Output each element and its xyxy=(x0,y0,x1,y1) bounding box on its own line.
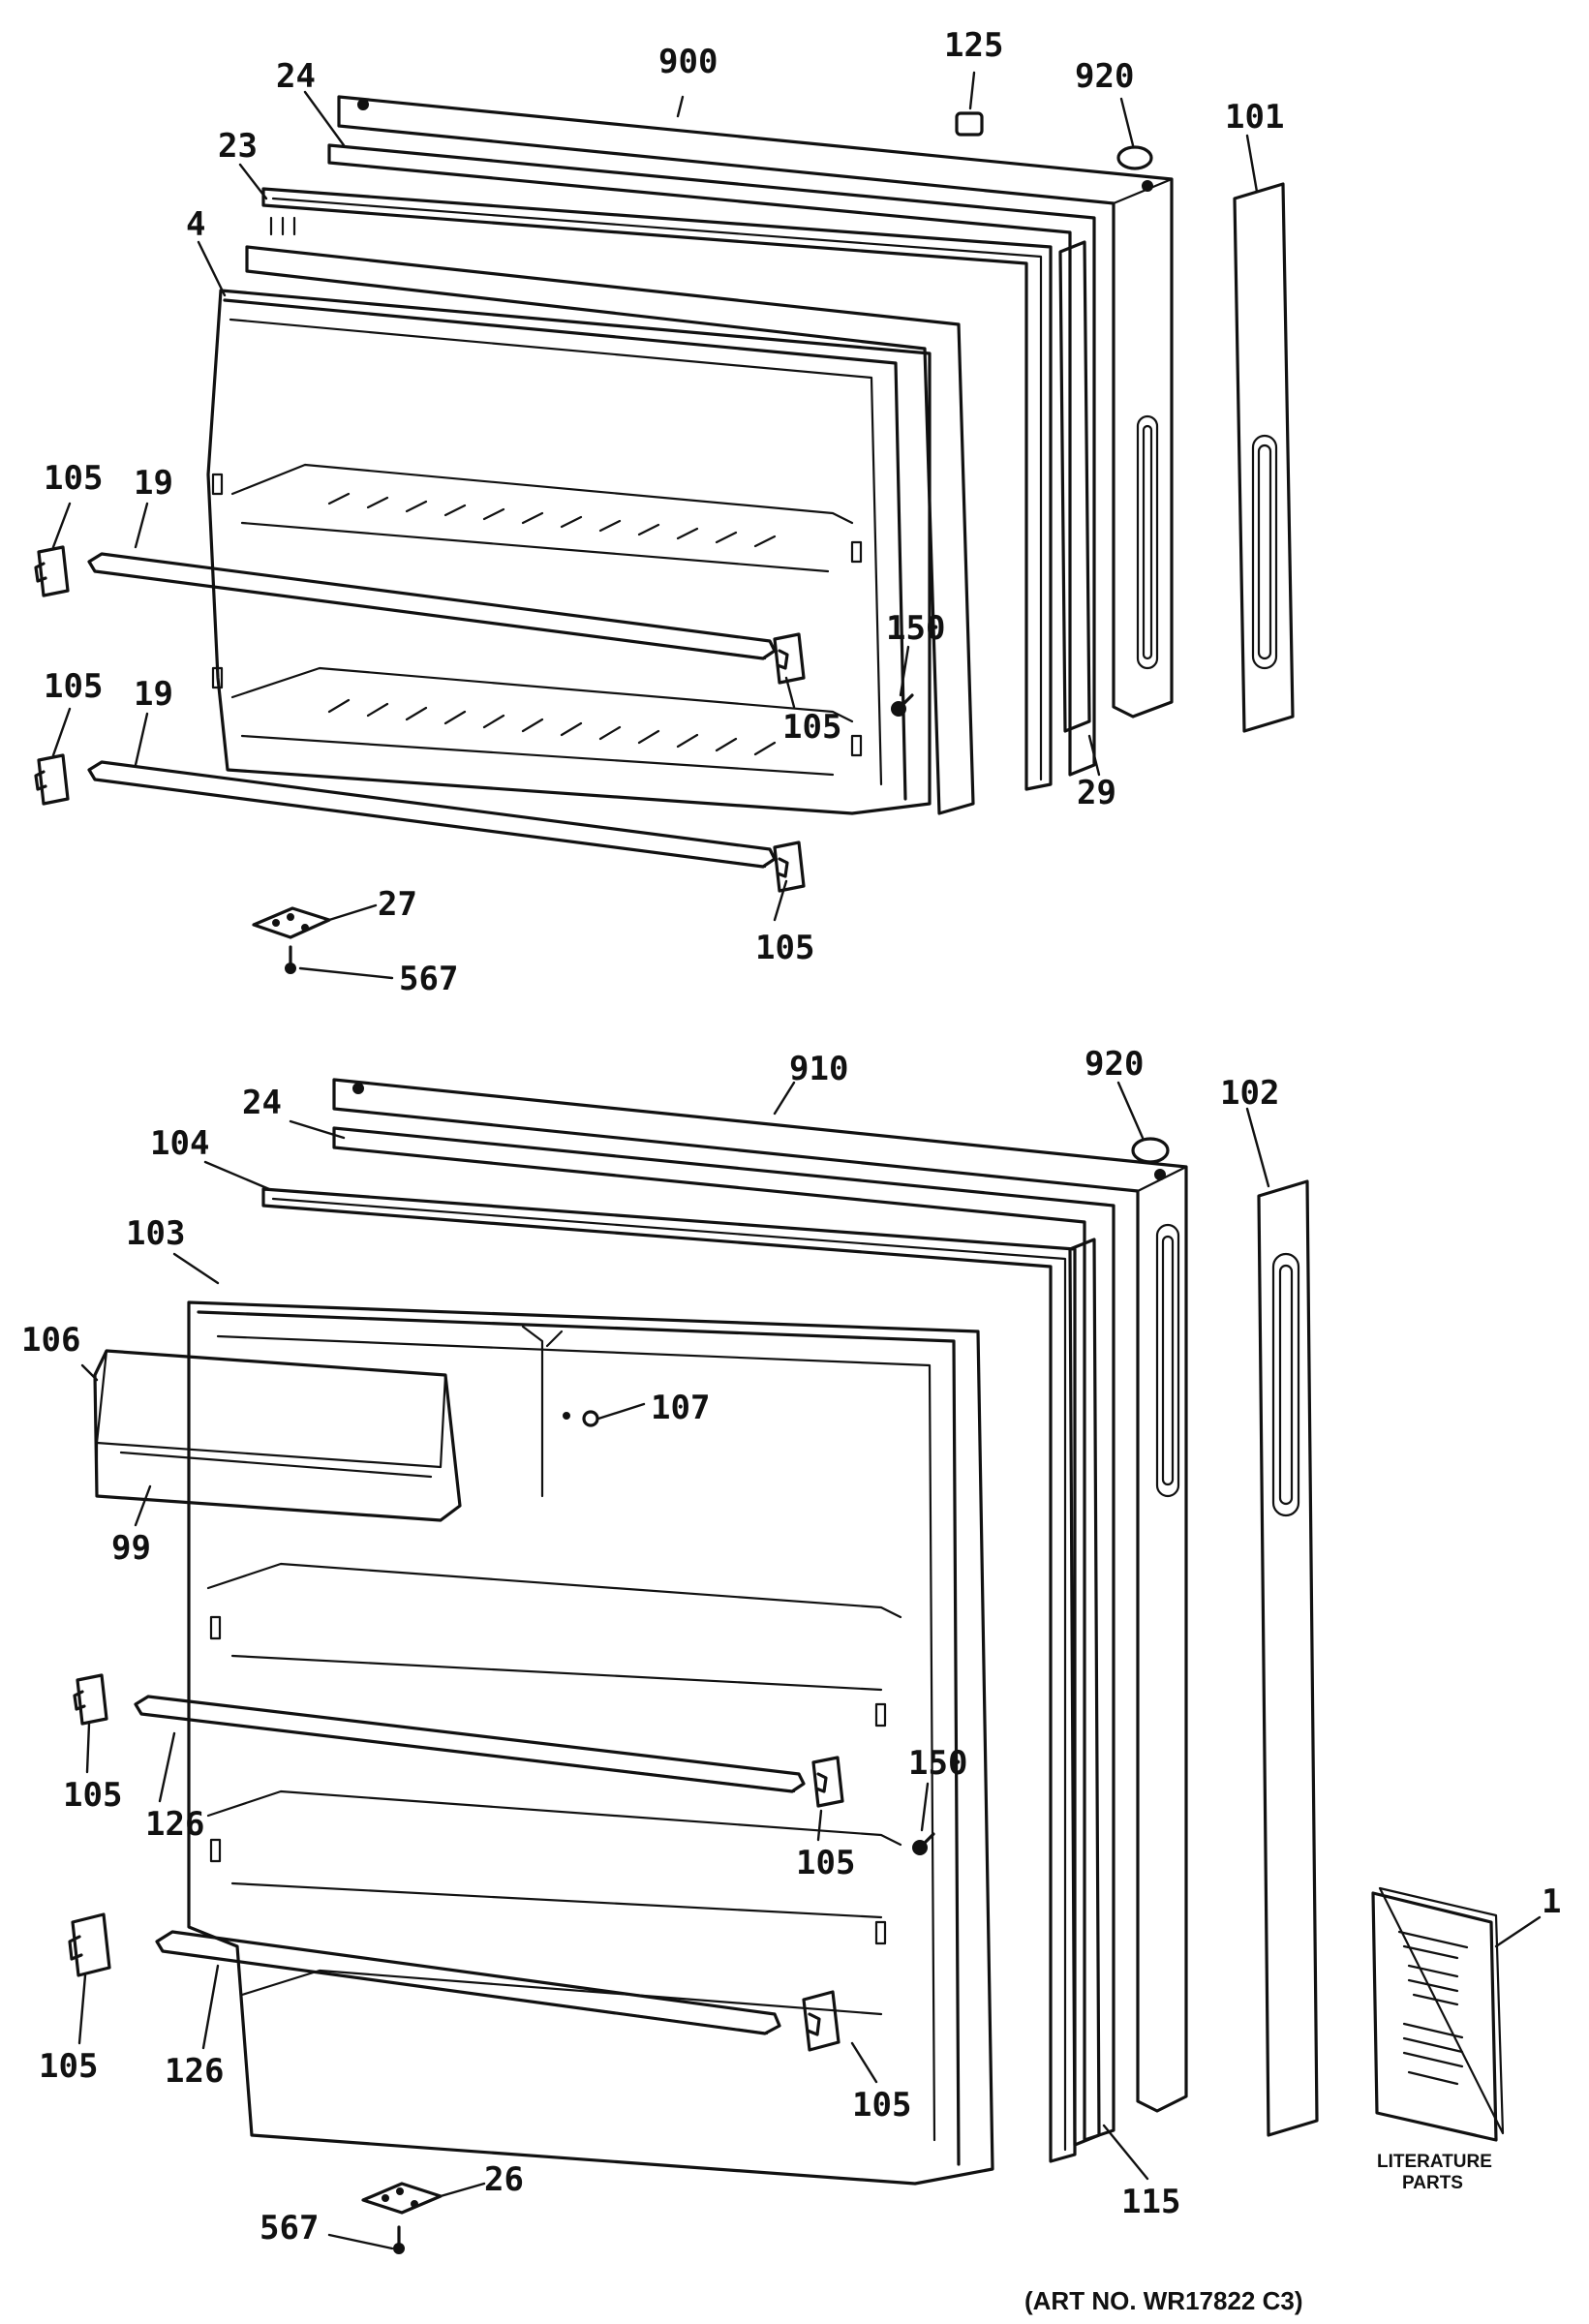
freezer-door-gasket xyxy=(261,187,1053,791)
callout-24-top: 24 xyxy=(276,57,316,96)
callout-920-bottom: 920 xyxy=(1085,1045,1144,1084)
fresh-food-bar-end-caps xyxy=(68,1673,844,2052)
fresh-food-callout-labels: 910 920 102 24 104 103 106 107 99 105 12… xyxy=(21,1045,1561,2248)
freezer-outer-door-panel xyxy=(337,95,1174,719)
freezer-vertical-strip xyxy=(1058,240,1091,733)
freezer-gasket-frame xyxy=(327,143,1096,777)
callout-106: 106 xyxy=(21,1321,80,1360)
callout-26: 26 xyxy=(484,2160,524,2199)
callout-105-left-a: 105 xyxy=(63,1776,122,1815)
freezer-shelf-bar-upper xyxy=(87,552,777,660)
fresh-food-outer-door-panel xyxy=(332,1078,1188,2113)
freezer-cap-125 xyxy=(955,111,984,137)
callout-126-a: 126 xyxy=(145,1805,204,1844)
callout-23: 23 xyxy=(218,127,258,166)
art-number: (ART NO. WR17822 C3) xyxy=(1024,2286,1303,2315)
callout-910: 910 xyxy=(789,1050,848,1088)
literature-label-line1: LITERATURE xyxy=(1377,2152,1492,2172)
fresh-food-screw-150 xyxy=(912,1832,935,1855)
callout-103: 103 xyxy=(126,1214,185,1253)
callout-115: 115 xyxy=(1121,2183,1180,2221)
freezer-handle-trim xyxy=(1233,182,1295,733)
callout-150-bottom: 150 xyxy=(908,1744,967,1783)
fresh-food-vertical-strip xyxy=(1068,1238,1101,2147)
freezer-hinge-plate xyxy=(252,906,331,974)
callout-19-mid: 19 xyxy=(134,675,173,714)
callout-900: 900 xyxy=(658,43,718,81)
fresh-food-gasket-frame xyxy=(332,1126,1115,2142)
callout-1: 1 xyxy=(1542,1882,1561,1921)
fresh-food-shelf-bar-upper xyxy=(134,1695,806,1793)
freezer-callout-labels: 900 24 23 4 125 920 101 105 19 105 19 15… xyxy=(44,26,1284,998)
fresh-food-door-liner xyxy=(187,1300,994,2186)
literature-label-line2: PARTS xyxy=(1402,2173,1463,2193)
callout-105-left-mid: 105 xyxy=(44,667,103,706)
callout-102: 102 xyxy=(1220,1074,1279,1113)
callout-107: 107 xyxy=(651,1389,710,1427)
callout-920-top: 920 xyxy=(1075,57,1134,96)
dairy-button-107 xyxy=(582,1410,599,1427)
fresh-food-hinge-plate xyxy=(361,2182,443,2254)
callout-105-right-bottom: 105 xyxy=(755,929,814,967)
callout-105-left-top: 105 xyxy=(44,459,103,498)
callout-19-top: 19 xyxy=(134,464,173,503)
dairy-compartment-door xyxy=(93,1349,462,1522)
callout-4: 4 xyxy=(186,205,205,244)
callout-105-right-a: 105 xyxy=(796,1844,855,1882)
callout-567-bottom: 567 xyxy=(260,2209,319,2248)
callout-101: 101 xyxy=(1225,98,1284,137)
freezer-callout-leaders xyxy=(51,71,1259,980)
fresh-food-door-assembly: 910 920 102 24 104 103 106 107 99 105 12… xyxy=(21,1045,1561,2254)
callout-24-bottom: 24 xyxy=(242,1084,282,1122)
freezer-plug-920 xyxy=(1116,145,1153,170)
freezer-bar-end-caps xyxy=(34,545,806,893)
callout-105-right-b: 105 xyxy=(852,2086,911,2125)
fresh-food-handle-trim xyxy=(1257,1179,1319,2137)
freezer-shelf-bar-lower xyxy=(87,760,777,869)
fresh-food-shelf-bar-lower xyxy=(155,1930,781,2035)
callout-105-right-top: 105 xyxy=(782,708,841,747)
freezer-door-liner xyxy=(206,245,975,815)
callout-27: 27 xyxy=(378,885,417,924)
freezer-screw-150 xyxy=(891,693,914,717)
callout-105-left-b: 105 xyxy=(39,2047,98,2086)
callout-29: 29 xyxy=(1077,774,1116,812)
callout-567-top: 567 xyxy=(399,960,458,998)
callout-125: 125 xyxy=(944,26,1003,65)
callout-126-b: 126 xyxy=(165,2052,224,2091)
fresh-food-callout-leaders xyxy=(77,1081,1542,2250)
fresh-food-door-gasket xyxy=(261,1187,1077,2163)
freezer-door-assembly: 900 24 23 4 125 920 101 105 19 105 19 15… xyxy=(34,26,1295,998)
literature-parts-booklet xyxy=(1371,1886,1505,2142)
callout-150-top: 150 xyxy=(886,609,945,648)
callout-104: 104 xyxy=(150,1124,209,1163)
callout-99: 99 xyxy=(111,1529,151,1568)
fresh-food-plug-920 xyxy=(1131,1137,1170,1164)
